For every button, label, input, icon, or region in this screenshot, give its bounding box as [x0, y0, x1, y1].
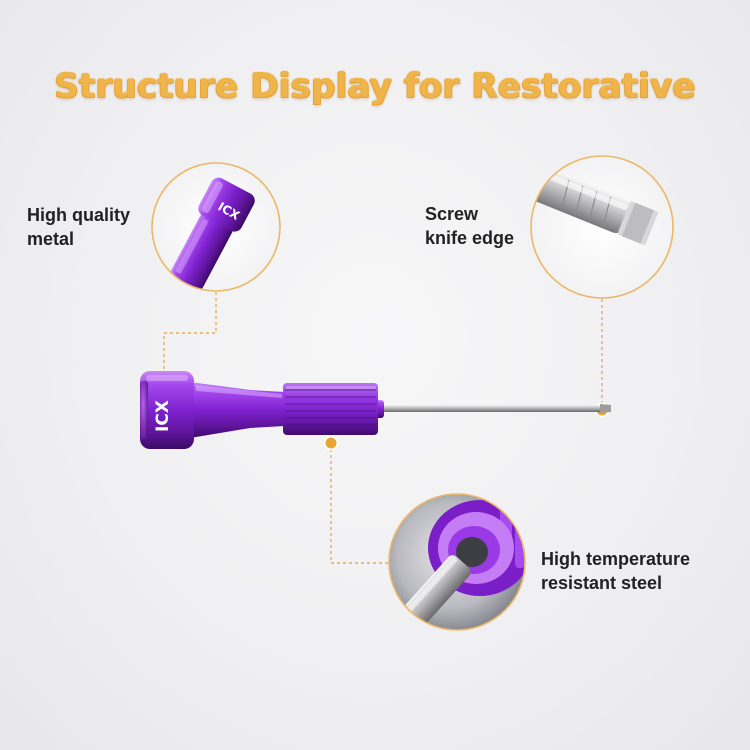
steel-shaft: [380, 404, 611, 413]
callout-circle-metal: ICX: [151, 162, 281, 292]
screwdriver: ICX: [140, 371, 611, 449]
ridged-grip: [283, 383, 378, 435]
callout-circle-steel: [388, 493, 526, 631]
callout-circle-screw: [530, 155, 674, 299]
cap-engraving: ICX: [153, 400, 173, 432]
callout-label-metal: High quality metal: [27, 205, 130, 249]
page-title: Structure Display for Restorative: [54, 66, 696, 106]
leader-lines: [163, 292, 603, 564]
callout-label-steel: High temperature resistant steel: [541, 549, 691, 593]
callout-label-screw: Screw knife edge: [425, 204, 515, 248]
cap: [140, 371, 194, 449]
